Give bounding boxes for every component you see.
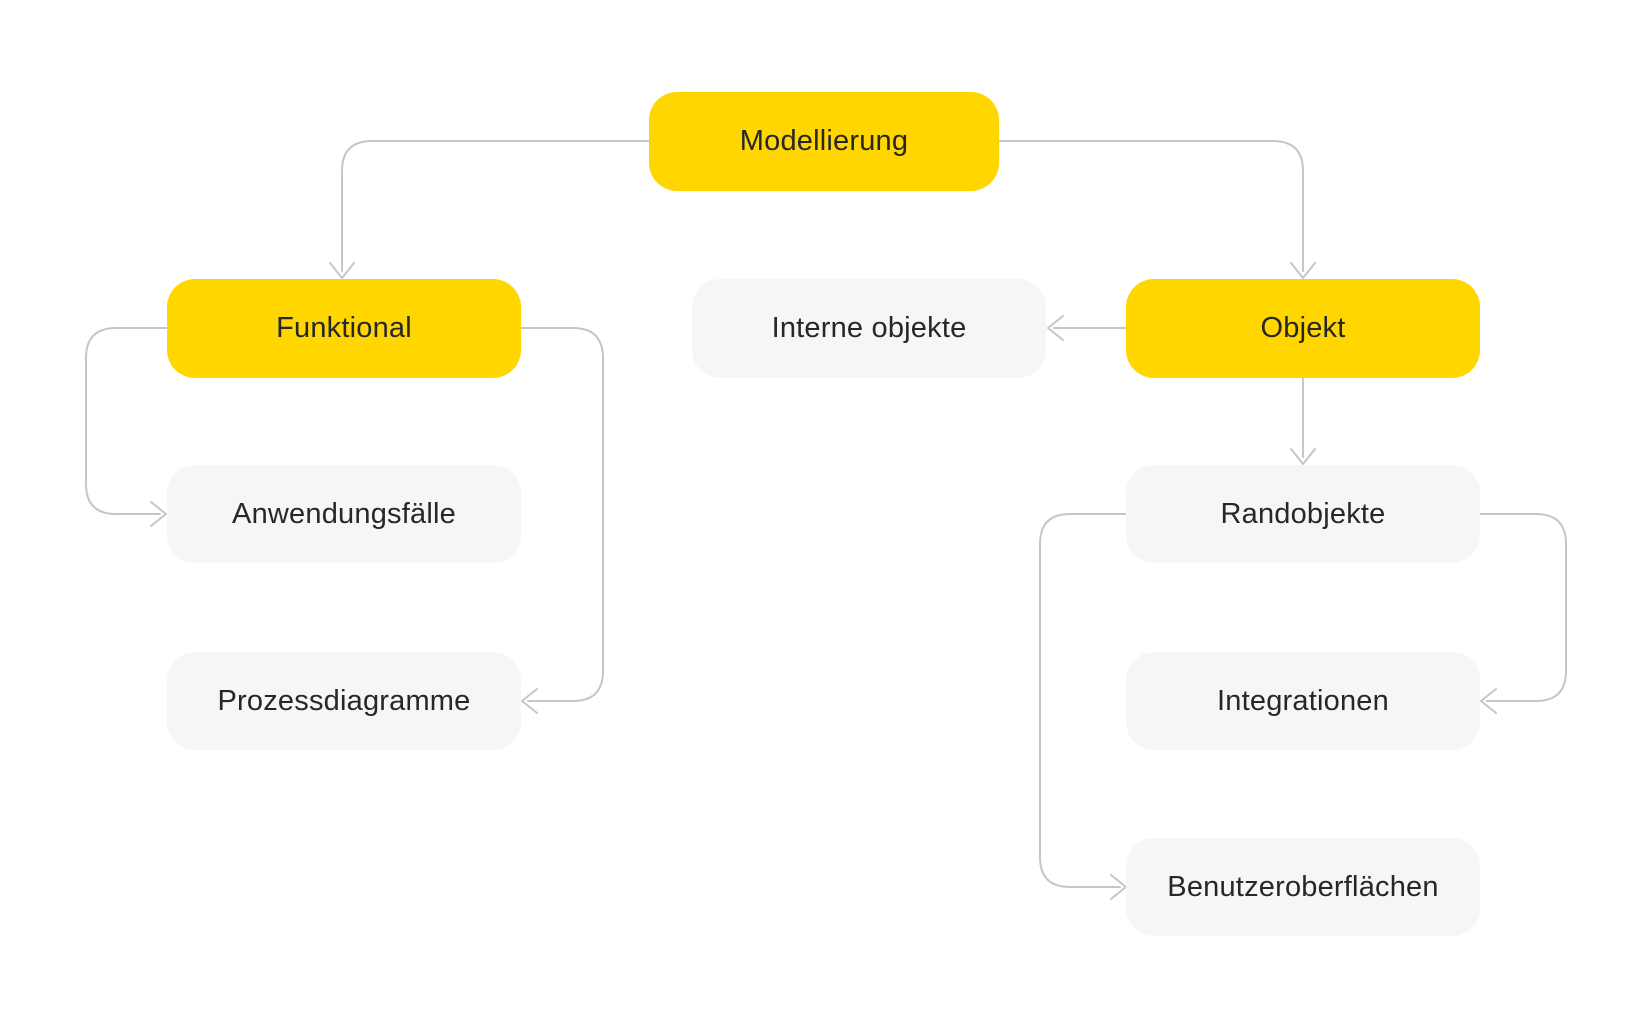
edge-objekt-interne-objekte — [1047, 315, 1127, 341]
node-anwendungsfaelle-label: Anwendungsfälle — [232, 497, 456, 530]
node-benutzeroberflaechen[interactable]: Benutzeroberflächen — [1126, 838, 1480, 936]
node-benutzeroberflaechen-label: Benutzeroberflächen — [1167, 870, 1439, 903]
node-prozessdiagramme-label: Prozessdiagramme — [217, 684, 471, 717]
edge-randobjekte-benutzeroberflaechen — [1039, 513, 1127, 900]
edge-modellierung-funktional — [329, 140, 650, 279]
edge-objekt-randobjekte — [1290, 377, 1316, 465]
node-interne-objekte[interactable]: Interne objekte — [692, 279, 1046, 378]
node-randobjekte[interactable]: Randobjekte — [1126, 465, 1480, 563]
node-integrationen-label: Integrationen — [1217, 684, 1389, 717]
edge-modellierung-objekt — [998, 140, 1316, 279]
node-funktional[interactable]: Funktional — [167, 279, 521, 378]
node-integrationen[interactable]: Integrationen — [1126, 652, 1480, 750]
edge-randobjekte-integrationen — [1479, 513, 1567, 714]
node-prozessdiagramme[interactable]: Prozessdiagramme — [167, 652, 521, 750]
edge-funktional-anwendungsfaelle — [85, 327, 168, 527]
node-interne-objekte-label: Interne objekte — [771, 312, 967, 344]
node-objekt[interactable]: Objekt — [1126, 279, 1480, 378]
node-anwendungsfaelle[interactable]: Anwendungsfälle — [167, 465, 521, 563]
node-modellierung-label: Modellierung — [739, 125, 909, 157]
node-funktional-label: Funktional — [276, 312, 412, 344]
node-modellierung[interactable]: Modellierung — [649, 92, 999, 191]
edge-funktional-prozessdiagramme — [520, 327, 604, 714]
node-randobjekte-label: Randobjekte — [1220, 497, 1386, 530]
node-objekt-label: Objekt — [1260, 312, 1346, 344]
